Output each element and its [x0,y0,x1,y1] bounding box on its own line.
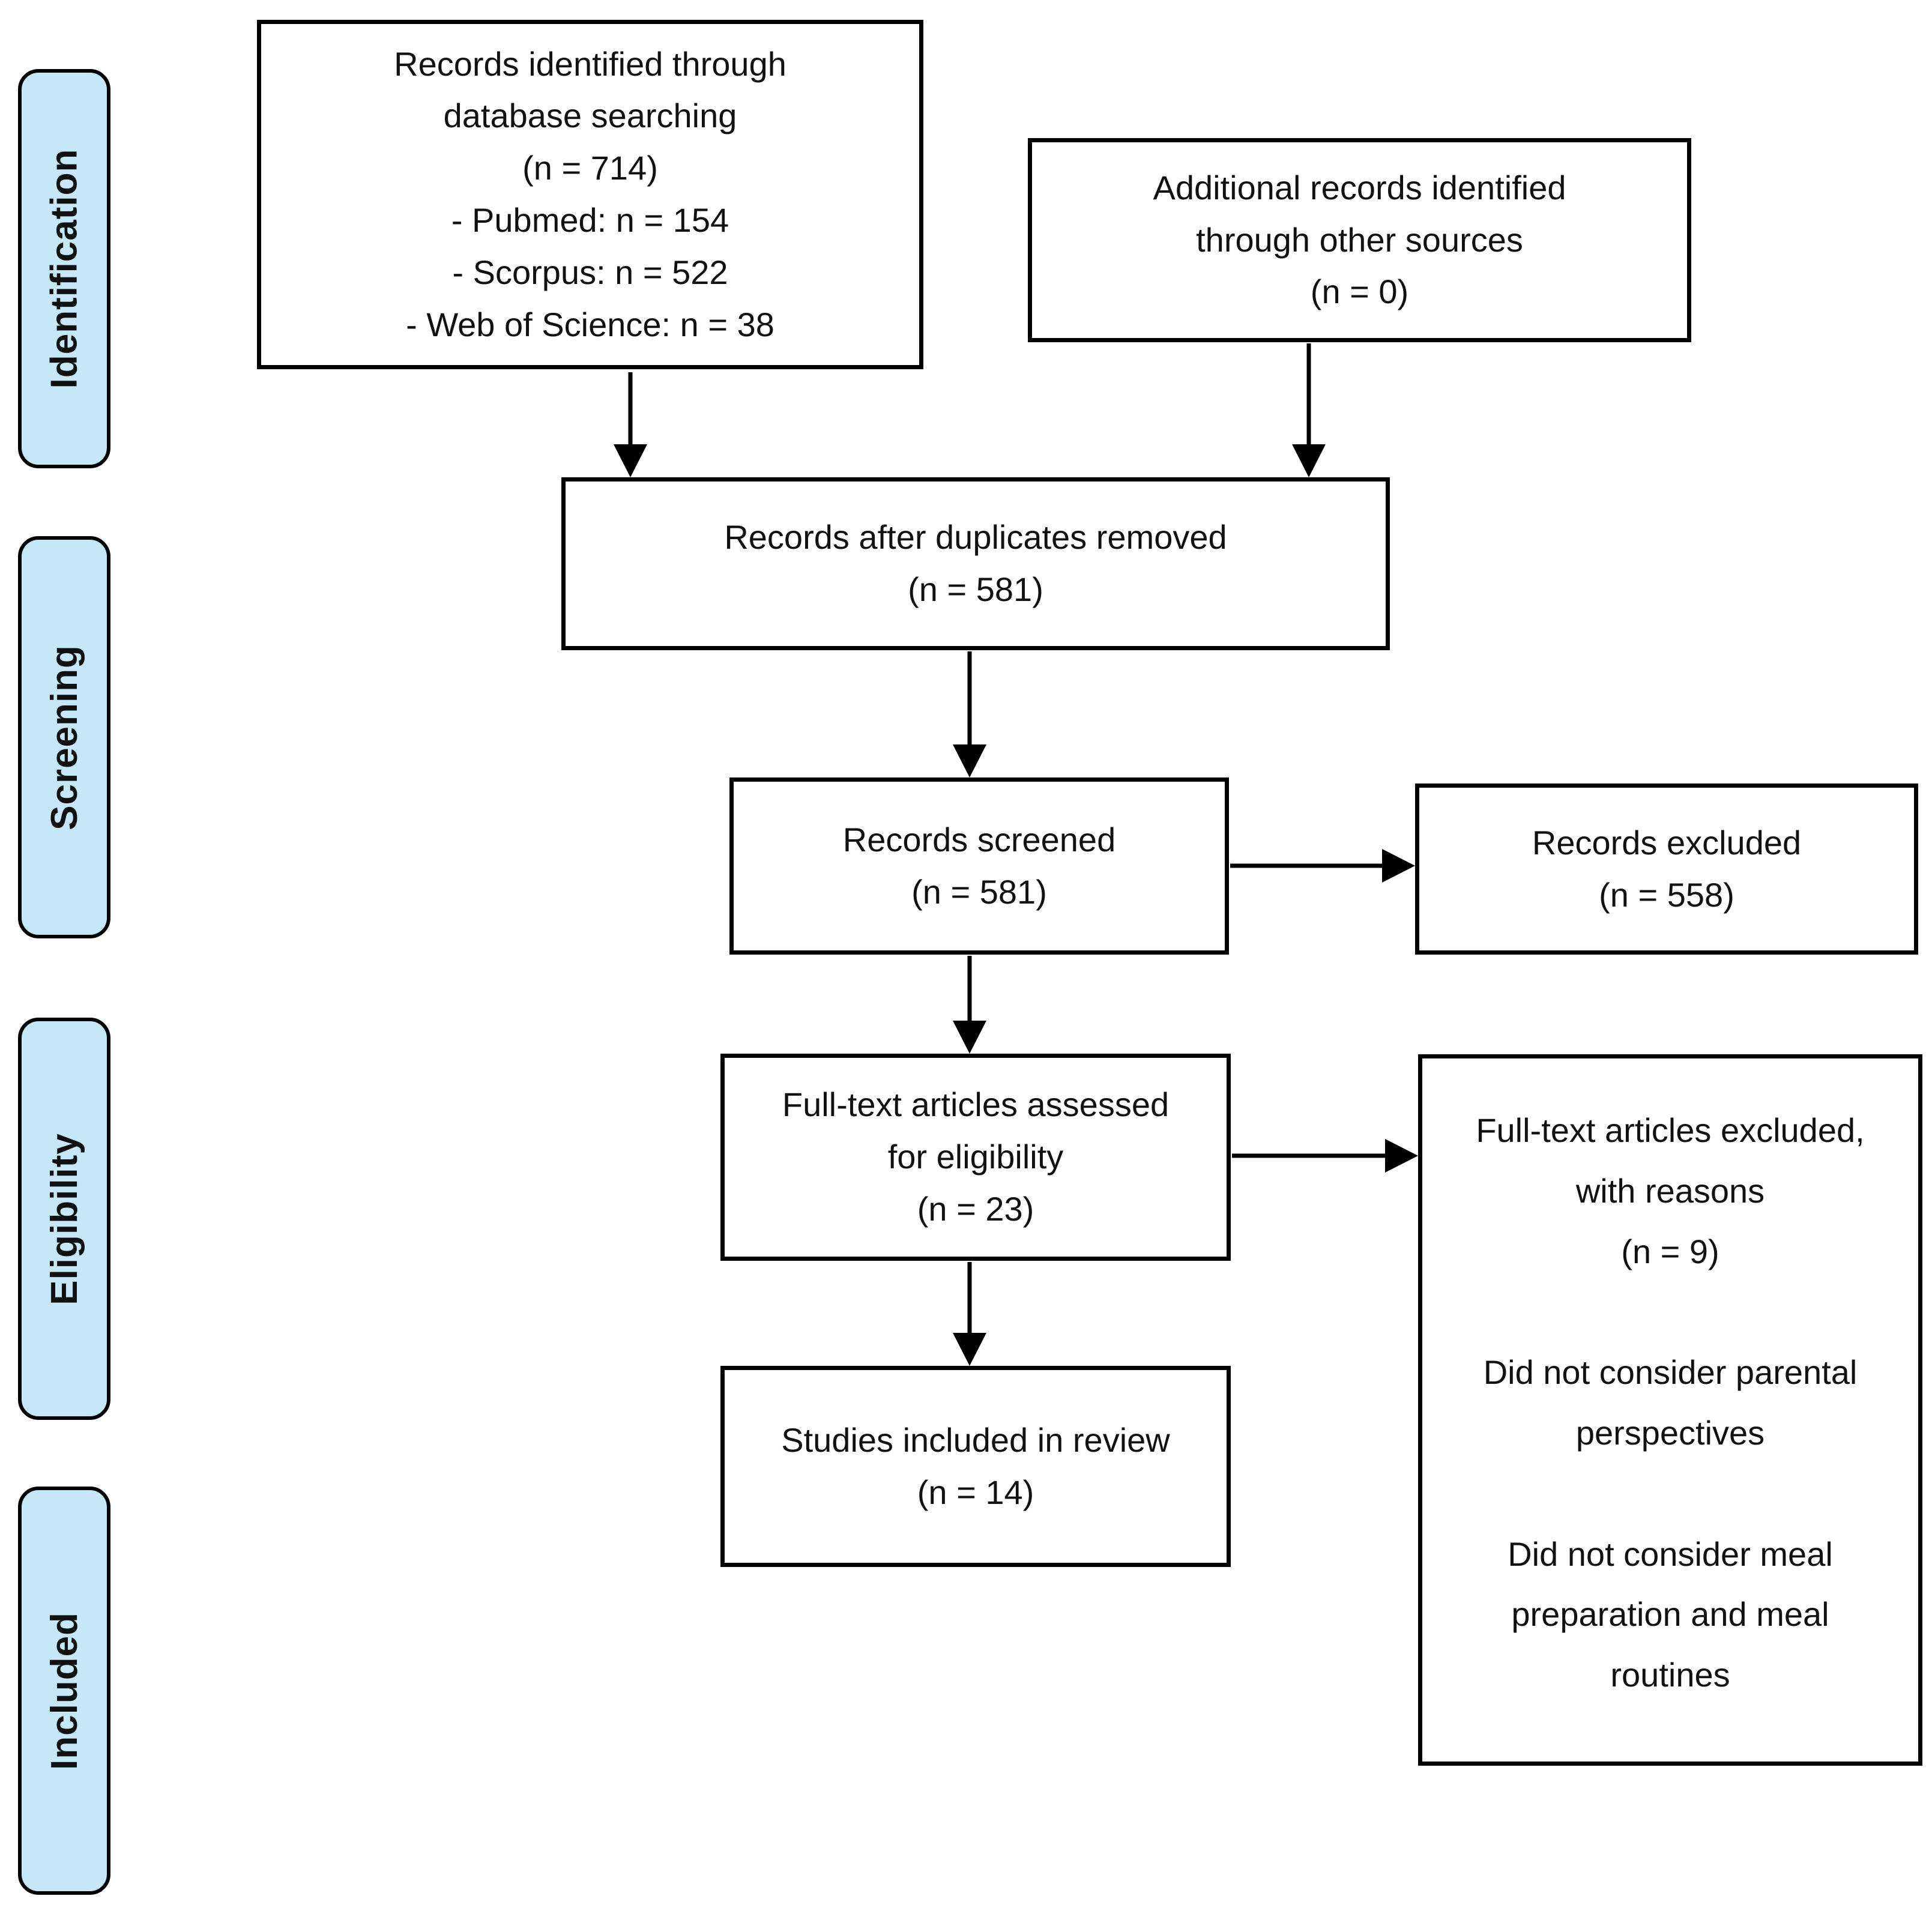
box-text-line: Records identified through [394,44,786,83]
arrow-fulltext-to-ft-excluded-icon [1232,1139,1418,1173]
box-count-line: (n = 9) [1621,1232,1719,1270]
stage-label-included: Included [18,1487,110,1895]
box-reason-line: preparation and meal [1511,1595,1829,1634]
box-count-line: (n = 581) [908,570,1043,608]
box-count-line: (n = 581) [911,872,1047,911]
stage-label-eligibility: Eligibility [18,1018,110,1420]
stage-label-identification: Identification [18,69,110,468]
box-count-line: (n = 558) [1599,875,1734,914]
box-duplicates-removed: Records after duplicates removed (n = 58… [561,477,1390,650]
box-text-line: Additional records identified [1153,168,1566,207]
box-spacer-line [1422,1282,1918,1342]
box-text-line: Full-text articles excluded, [1476,1111,1865,1149]
stage-label-screening: Screening [18,536,110,938]
box-fulltext-excluded: Full-text articles excluded, with reason… [1418,1054,1922,1766]
arrow-identified-to-duplicates-icon [614,372,647,477]
box-text-line: Records excluded [1532,823,1802,862]
box-records-screened: Records screened (n = 581) [729,777,1229,955]
box-text-line: Records after duplicates removed [724,518,1227,557]
box-count-line: (n = 0) [1310,273,1409,311]
arrow-screened-to-fulltext-icon [953,956,986,1054]
box-text-line: for eligibility [887,1138,1064,1176]
stage-label-text: Identification [43,148,85,389]
arrow-duplicates-to-screened-icon [953,651,986,777]
box-reason-line: perspectives [1575,1413,1765,1452]
box-count-line: (n = 14) [917,1473,1034,1511]
stage-label-text: Eligibility [43,1132,85,1305]
arrow-fulltext-to-included-icon [953,1262,986,1366]
box-text-line: with reasons [1575,1171,1765,1210]
box-text-line: Studies included in review [781,1420,1170,1459]
box-records-excluded: Records excluded (n = 558) [1415,783,1918,955]
box-text-line: Full-text articles assessed [782,1085,1170,1124]
box-reason-line: Did not consider parental [1483,1353,1858,1392]
box-fulltext-assessed: Full-text articles assessed for eligibil… [720,1054,1231,1261]
box-text-line: Records screened [842,820,1116,859]
box-source-line: - Pubmed: n = 154 [451,201,729,239]
stage-label-text: Screening [43,644,85,830]
box-count-line: (n = 23) [917,1189,1034,1228]
box-spacer-line [1422,1464,1918,1524]
arrow-additional-to-duplicates-icon [1292,343,1326,477]
arrow-screened-to-excluded-icon [1230,849,1415,883]
box-text-line: database searching [443,97,737,135]
stage-label-text: Included [43,1611,85,1770]
box-records-identified: Records identified through database sear… [257,20,923,369]
box-source-line: - Web of Science: n = 38 [406,305,774,343]
box-reason-line: routines [1610,1656,1730,1694]
box-text-line: through other sources [1196,220,1523,259]
box-additional-records: Additional records identified through ot… [1028,138,1691,342]
box-source-line: - Scorpus: n = 522 [452,253,728,291]
box-reason-line: Did not consider meal [1508,1535,1833,1573]
box-count-line: (n = 714) [522,149,658,187]
box-studies-included: Studies included in review (n = 14) [720,1366,1231,1567]
